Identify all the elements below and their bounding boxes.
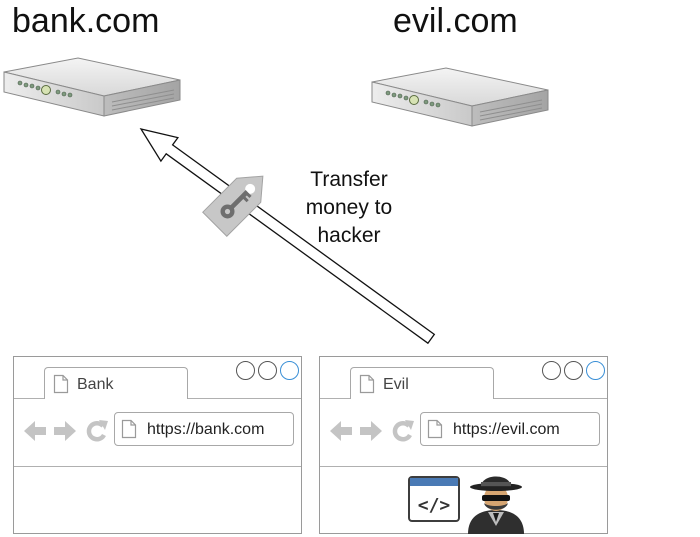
navigation-controls [24,420,108,442]
window-button[interactable] [564,361,583,380]
bank-server-icon [3,57,181,117]
code-icon: </> [408,476,460,522]
forward-arrow-icon[interactable] [360,421,382,441]
url-text: https://evil.com [453,421,560,438]
window-button[interactable] [258,361,277,380]
window-button[interactable] [542,361,561,380]
hacker-icon [468,476,524,534]
bank-browser-window: Bank https://bank.com [13,356,302,534]
back-arrow-icon[interactable] [330,421,352,441]
request-text-line: money to [305,196,393,219]
page-icon [121,419,137,439]
url-text: https://bank.com [147,421,265,438]
toolbar-divider [14,466,301,467]
evil-browser-window: Evil https://evil.com </> [319,356,608,534]
window-controls [233,361,299,385]
window-button[interactable] [586,361,605,380]
svg-text:</>: </> [418,495,451,516]
reload-icon[interactable] [86,420,108,442]
tab-label: Evil [383,376,409,393]
key-tag-icon [202,175,264,237]
tab-bank[interactable]: Bank [44,367,188,399]
navigation-controls [330,420,414,442]
document-icon [359,374,375,394]
evil-server-label: evil.com [393,2,518,40]
address-bar[interactable]: https://bank.com [114,412,294,446]
evil-server-icon [371,67,549,127]
request-text: Transfer money to hacker [284,166,414,250]
bank-server-label: bank.com [12,2,160,40]
document-icon [53,374,69,394]
back-arrow-icon[interactable] [24,421,46,441]
address-bar[interactable]: https://evil.com [420,412,600,446]
window-button[interactable] [236,361,255,380]
reload-icon[interactable] [392,420,414,442]
window-button[interactable] [280,361,299,380]
toolbar-divider [320,466,607,467]
request-text-line: hacker [317,224,381,247]
window-controls [539,361,605,385]
tab-evil[interactable]: Evil [350,367,494,399]
forward-arrow-icon[interactable] [54,421,76,441]
page-icon [427,419,443,439]
tab-label: Bank [77,376,114,393]
request-text-line: Transfer [310,168,388,191]
